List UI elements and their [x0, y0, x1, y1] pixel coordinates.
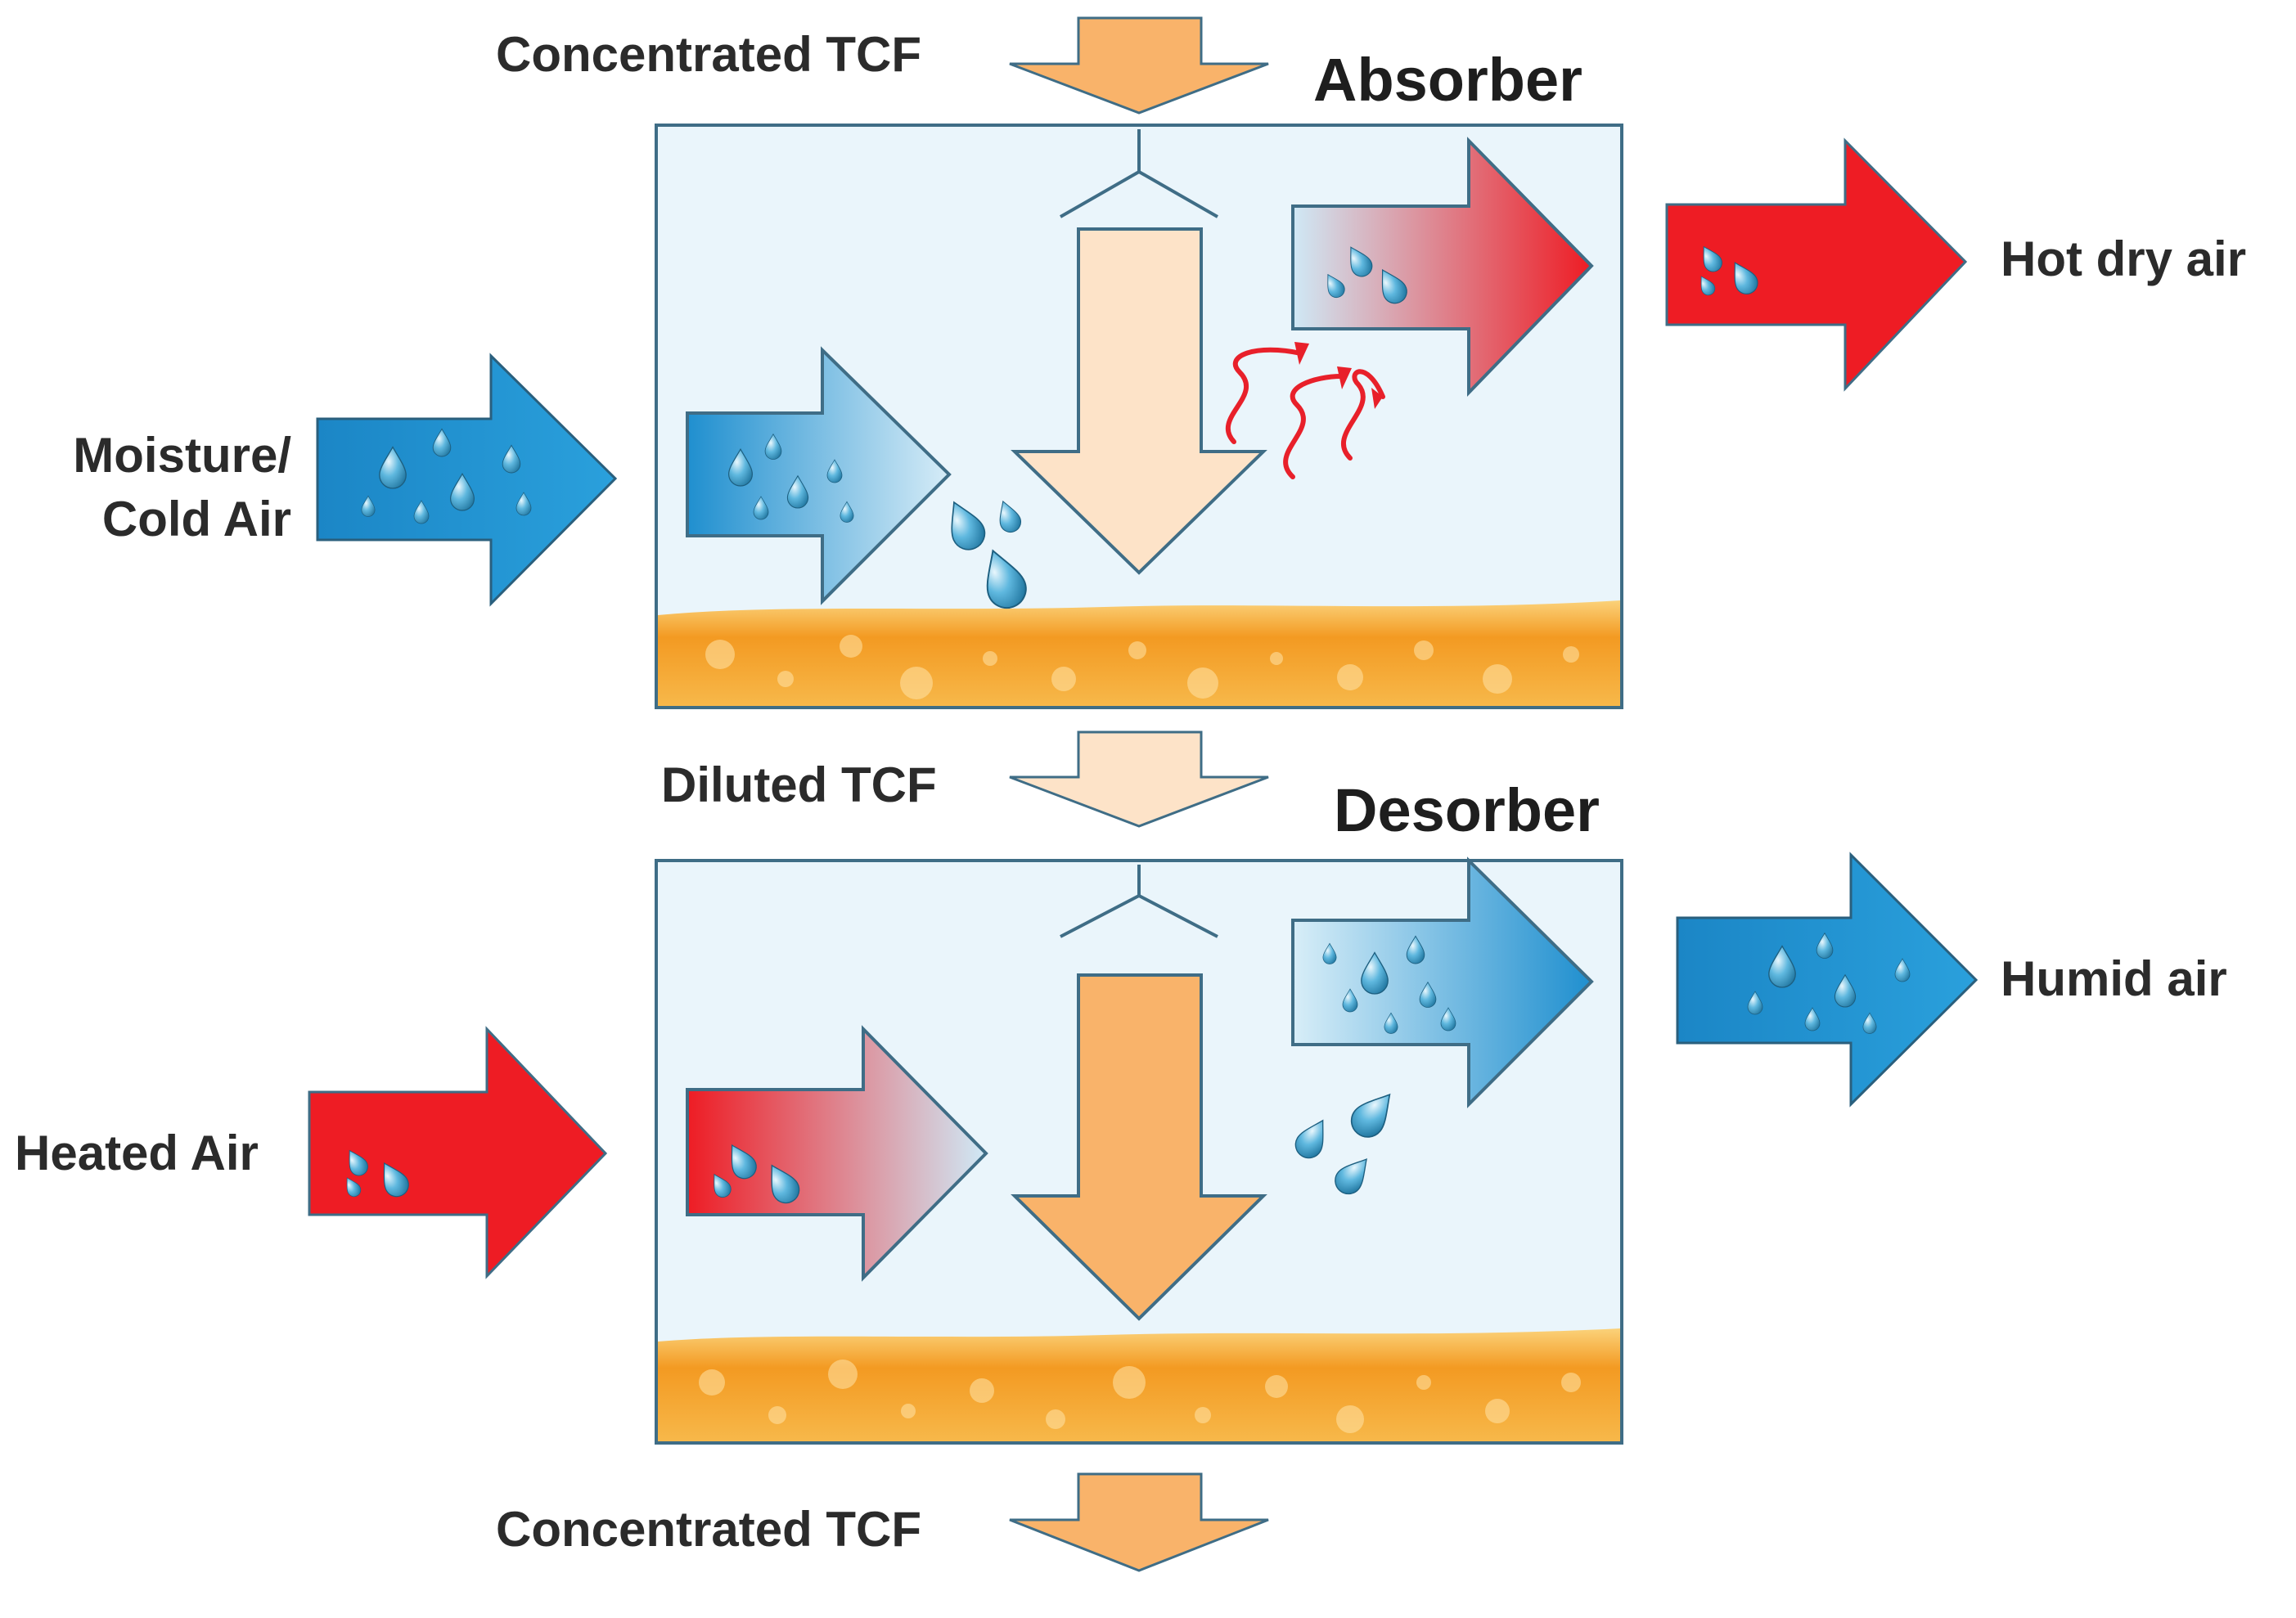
concentrated-tcf-out-label: Concentrated TCF	[496, 1502, 922, 1557]
moisture-label-line1: Moisture/	[73, 428, 291, 483]
moisture-cold-air-arrow	[316, 353, 618, 607]
hot-dry-air-arrow	[1665, 137, 1968, 392]
desorber-chamber	[655, 856, 1623, 1445]
diluted-tcf-arrow	[1009, 730, 1269, 828]
concentrated-tcf-in-arrow	[1009, 16, 1269, 115]
moisture-label-line2: Cold Air	[101, 492, 291, 546]
concentrated-tcf-in-label: Concentrated TCF	[496, 27, 922, 82]
absorber-title: Absorber	[1313, 46, 1582, 114]
humid-air-arrow	[1676, 852, 1979, 1108]
hot-dry-air-label: Hot dry air	[2001, 231, 2247, 286]
heated-air-arrow	[308, 1026, 608, 1279]
humid-air-label: Humid air	[2001, 951, 2227, 1006]
moisture-cold-air-label: Moisture/ Cold Air	[33, 424, 291, 551]
concentrated-tcf-out-arrow	[1009, 1472, 1269, 1572]
diluted-tcf-label: Diluted TCF	[661, 757, 937, 812]
heated-air-label: Heated Air	[15, 1126, 259, 1180]
absorber-chamber	[655, 124, 1623, 709]
desorber-title: Desorber	[1334, 776, 1600, 844]
